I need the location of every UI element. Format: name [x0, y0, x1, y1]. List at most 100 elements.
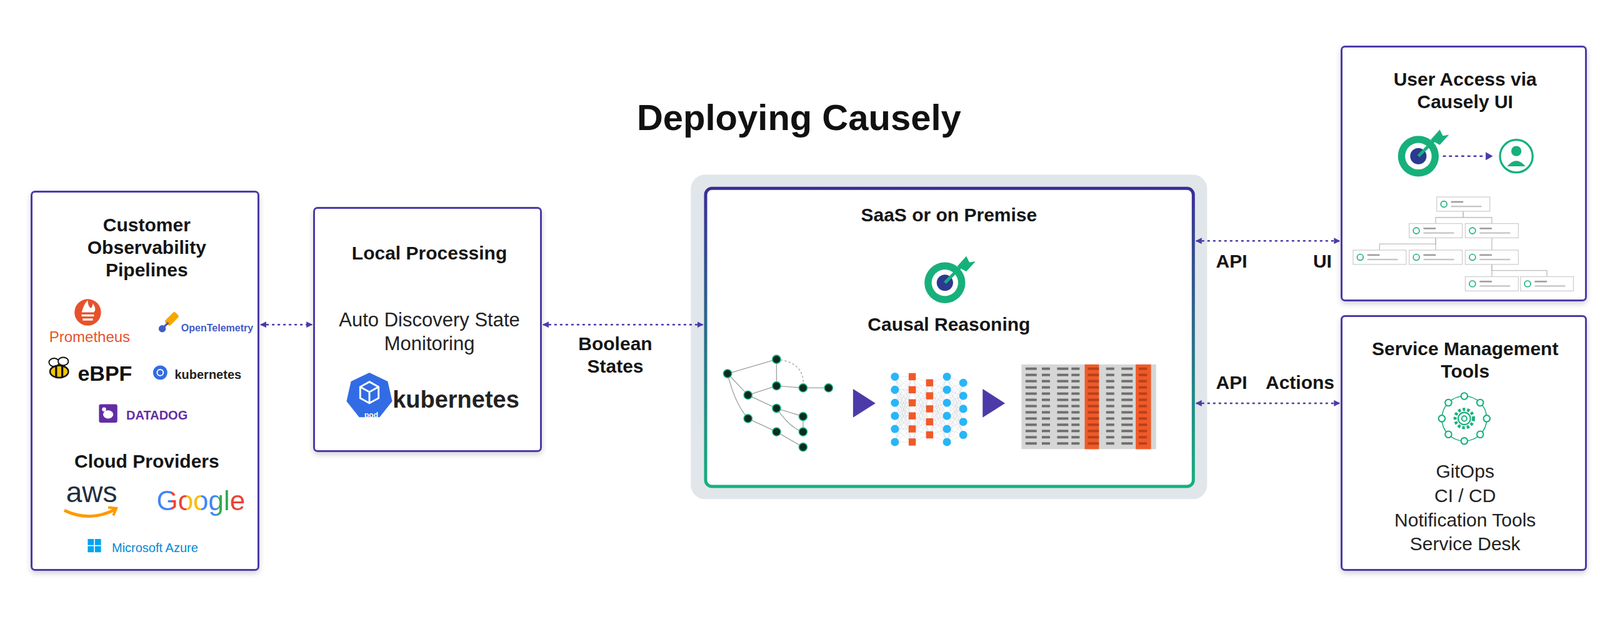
table-icon	[1106, 367, 1115, 370]
org-chart-icon	[1465, 250, 1519, 265]
table-icon	[1056, 405, 1069, 408]
flow-triangle	[982, 388, 1005, 418]
table-icon	[1041, 386, 1050, 389]
logo-text: Microsoft Azure	[111, 540, 199, 555]
list-item: Notification Tools	[1394, 508, 1536, 532]
table-icon	[1071, 386, 1080, 389]
table-icon	[1071, 392, 1080, 395]
table-icon	[1087, 380, 1099, 383]
ui-arrow	[1443, 151, 1494, 160]
table-icon	[1106, 435, 1115, 439]
user-icon	[1511, 145, 1522, 156]
org-chart-icon	[1465, 223, 1519, 239]
illustration	[48, 129, 1574, 552]
ebpf-bee-icon	[61, 365, 64, 378]
table-icon	[1025, 423, 1037, 426]
box-heading: Causal Reasoning	[867, 313, 1030, 336]
diagram-title: Deploying Causely	[636, 95, 962, 140]
org-chart-icon	[1423, 258, 1455, 260]
table-icon	[1121, 429, 1133, 432]
ui-arrow	[1485, 151, 1493, 160]
table-icon	[1087, 416, 1099, 420]
flow-triangle	[853, 388, 1005, 418]
org-chart-icon	[1409, 250, 1463, 265]
process-box: Local ProcessingAuto Discovery State Mon…	[313, 206, 542, 452]
table-icon	[1041, 429, 1050, 432]
causely-logo	[924, 256, 976, 304]
table-icon	[1041, 367, 1050, 370]
box-heading: User Access via Causely UI	[1371, 68, 1559, 114]
table-icon	[1025, 373, 1037, 377]
table-icon	[1087, 423, 1099, 426]
neural-net-icon	[908, 386, 916, 394]
opentelemetry-icon	[158, 311, 180, 333]
box-heading: SaaS or on Premise	[860, 203, 1037, 227]
table-icon	[1121, 435, 1133, 439]
connector	[1196, 240, 1340, 242]
table-icon	[1071, 398, 1080, 402]
neural-net-icon	[895, 376, 913, 416]
table-icon	[1056, 423, 1069, 426]
service-icon	[1441, 395, 1487, 441]
graph-dots	[723, 369, 732, 378]
org-chart-icon	[1423, 254, 1437, 257]
graph-dots	[743, 414, 752, 423]
logo-text: aws	[66, 475, 118, 510]
table-icon	[1025, 441, 1037, 445]
graph-dots	[798, 383, 807, 392]
graph-icon	[776, 359, 804, 389]
table-icon	[1085, 364, 1100, 450]
table-icon	[1025, 386, 1037, 389]
platform-backdrop	[690, 174, 1207, 499]
icon-text: pod	[364, 410, 379, 420]
neural-net-icon	[959, 404, 968, 413]
user-icon	[1500, 140, 1533, 173]
org-chart-icon	[1469, 227, 1476, 234]
table-icon	[1138, 435, 1147, 439]
table-icon	[1087, 441, 1099, 445]
table-icon	[1087, 398, 1099, 402]
org-chart-icon	[1379, 237, 1436, 250]
table-icon	[1056, 435, 1069, 439]
org-chart-icon	[1451, 205, 1482, 207]
neural-net-icon	[959, 430, 968, 439]
org-chart-icon	[1479, 254, 1492, 257]
table-icon	[1106, 416, 1115, 420]
org-chart-icon	[1353, 250, 1407, 265]
org-chart-icon	[1465, 276, 1519, 291]
table-icon	[1138, 392, 1147, 395]
table-icon	[1041, 423, 1050, 426]
table-icon	[1138, 373, 1147, 377]
neural-net-icon	[926, 418, 934, 425]
neural-net-icon	[908, 438, 916, 445]
logo-text: Google	[156, 484, 245, 518]
kubernetes-pod-icon	[346, 372, 392, 417]
table-icon	[1106, 392, 1115, 395]
table-icon	[1025, 435, 1037, 439]
table-icon	[1138, 410, 1147, 414]
ui-box: User Access via Causely UI	[1340, 45, 1587, 301]
org-chart-icon	[1413, 254, 1420, 261]
edge-label: Actions	[1265, 371, 1335, 394]
neural-net-icon	[943, 425, 952, 434]
graph-icon	[727, 359, 829, 447]
table-icon	[1056, 392, 1069, 395]
graph-dots	[798, 412, 807, 421]
table-icon	[1138, 423, 1147, 426]
org-chart-icon	[1535, 280, 1548, 283]
table-icon	[1121, 367, 1133, 370]
ui-arrow	[1443, 155, 1487, 157]
neural-net-icon	[959, 378, 968, 387]
azure-icon	[95, 545, 102, 552]
org-chart-icon	[1535, 285, 1566, 287]
org-chart-icon	[1436, 196, 1490, 212]
table-icon	[1056, 410, 1069, 414]
org-chart-icon	[1463, 211, 1492, 224]
table-icon	[1041, 435, 1050, 439]
service-icon	[1461, 437, 1468, 444]
table-icon	[1138, 398, 1147, 402]
service-icon	[1455, 409, 1474, 428]
table-icon	[1056, 429, 1069, 432]
